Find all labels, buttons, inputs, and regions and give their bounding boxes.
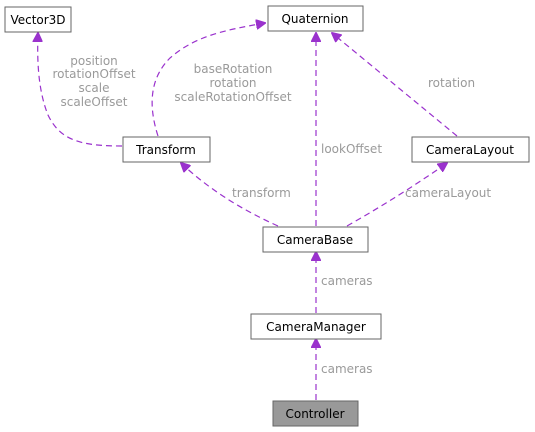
node-camera-layout[interactable]: CameraLayout	[411, 136, 530, 163]
edge-label-look-offset: lookOffset	[321, 142, 382, 156]
node-camera-manager[interactable]: CameraManager	[250, 313, 382, 340]
node-label-quaternion: Quaternion	[281, 12, 348, 26]
node-transform[interactable]: Transform	[122, 136, 211, 163]
edge-label-rotation-offset: rotationOffset	[52, 67, 135, 81]
edge-label-position: position	[70, 54, 118, 68]
node-label-camera-layout: CameraLayout	[426, 143, 514, 157]
edge-camerabase-transform	[181, 163, 279, 227]
edge-label-camera-layout: cameraLayout	[405, 186, 491, 200]
edge-camerabase-cameralayout	[346, 163, 447, 227]
node-label-camera-base: CameraBase	[277, 233, 353, 247]
edge-label-cameras-base: cameras	[321, 274, 373, 288]
edge-label-base-rotation: baseRotation	[194, 62, 273, 76]
edge-label-scale-rotation-offset: scaleRotationOffset	[174, 90, 291, 104]
node-label-controller: Controller	[285, 407, 344, 421]
node-label-transform: Transform	[135, 143, 196, 157]
node-camera-base[interactable]: CameraBase	[262, 226, 369, 253]
node-label-camera-manager: CameraManager	[266, 320, 366, 334]
edge-label-scale: scale	[79, 81, 110, 95]
edge-transform-quaternion	[151, 23, 265, 137]
node-label-vector3d: Vector3D	[10, 13, 65, 27]
edge-label-transform: transform	[232, 186, 291, 200]
node-vector3d[interactable]: Vector3D	[4, 6, 72, 33]
node-quaternion[interactable]: Quaternion	[267, 5, 364, 32]
edge-label-cameras-manager: cameras	[321, 362, 373, 376]
edge-label-layout-rotation: rotation	[428, 76, 475, 90]
edge-transform-vector3d	[38, 33, 123, 147]
node-controller[interactable]: Controller	[272, 400, 359, 427]
edge-label-rotation: rotation	[209, 76, 256, 90]
edge-cameralayout-quaternion	[332, 33, 458, 137]
edge-label-scale-offset: scaleOffset	[61, 95, 128, 109]
